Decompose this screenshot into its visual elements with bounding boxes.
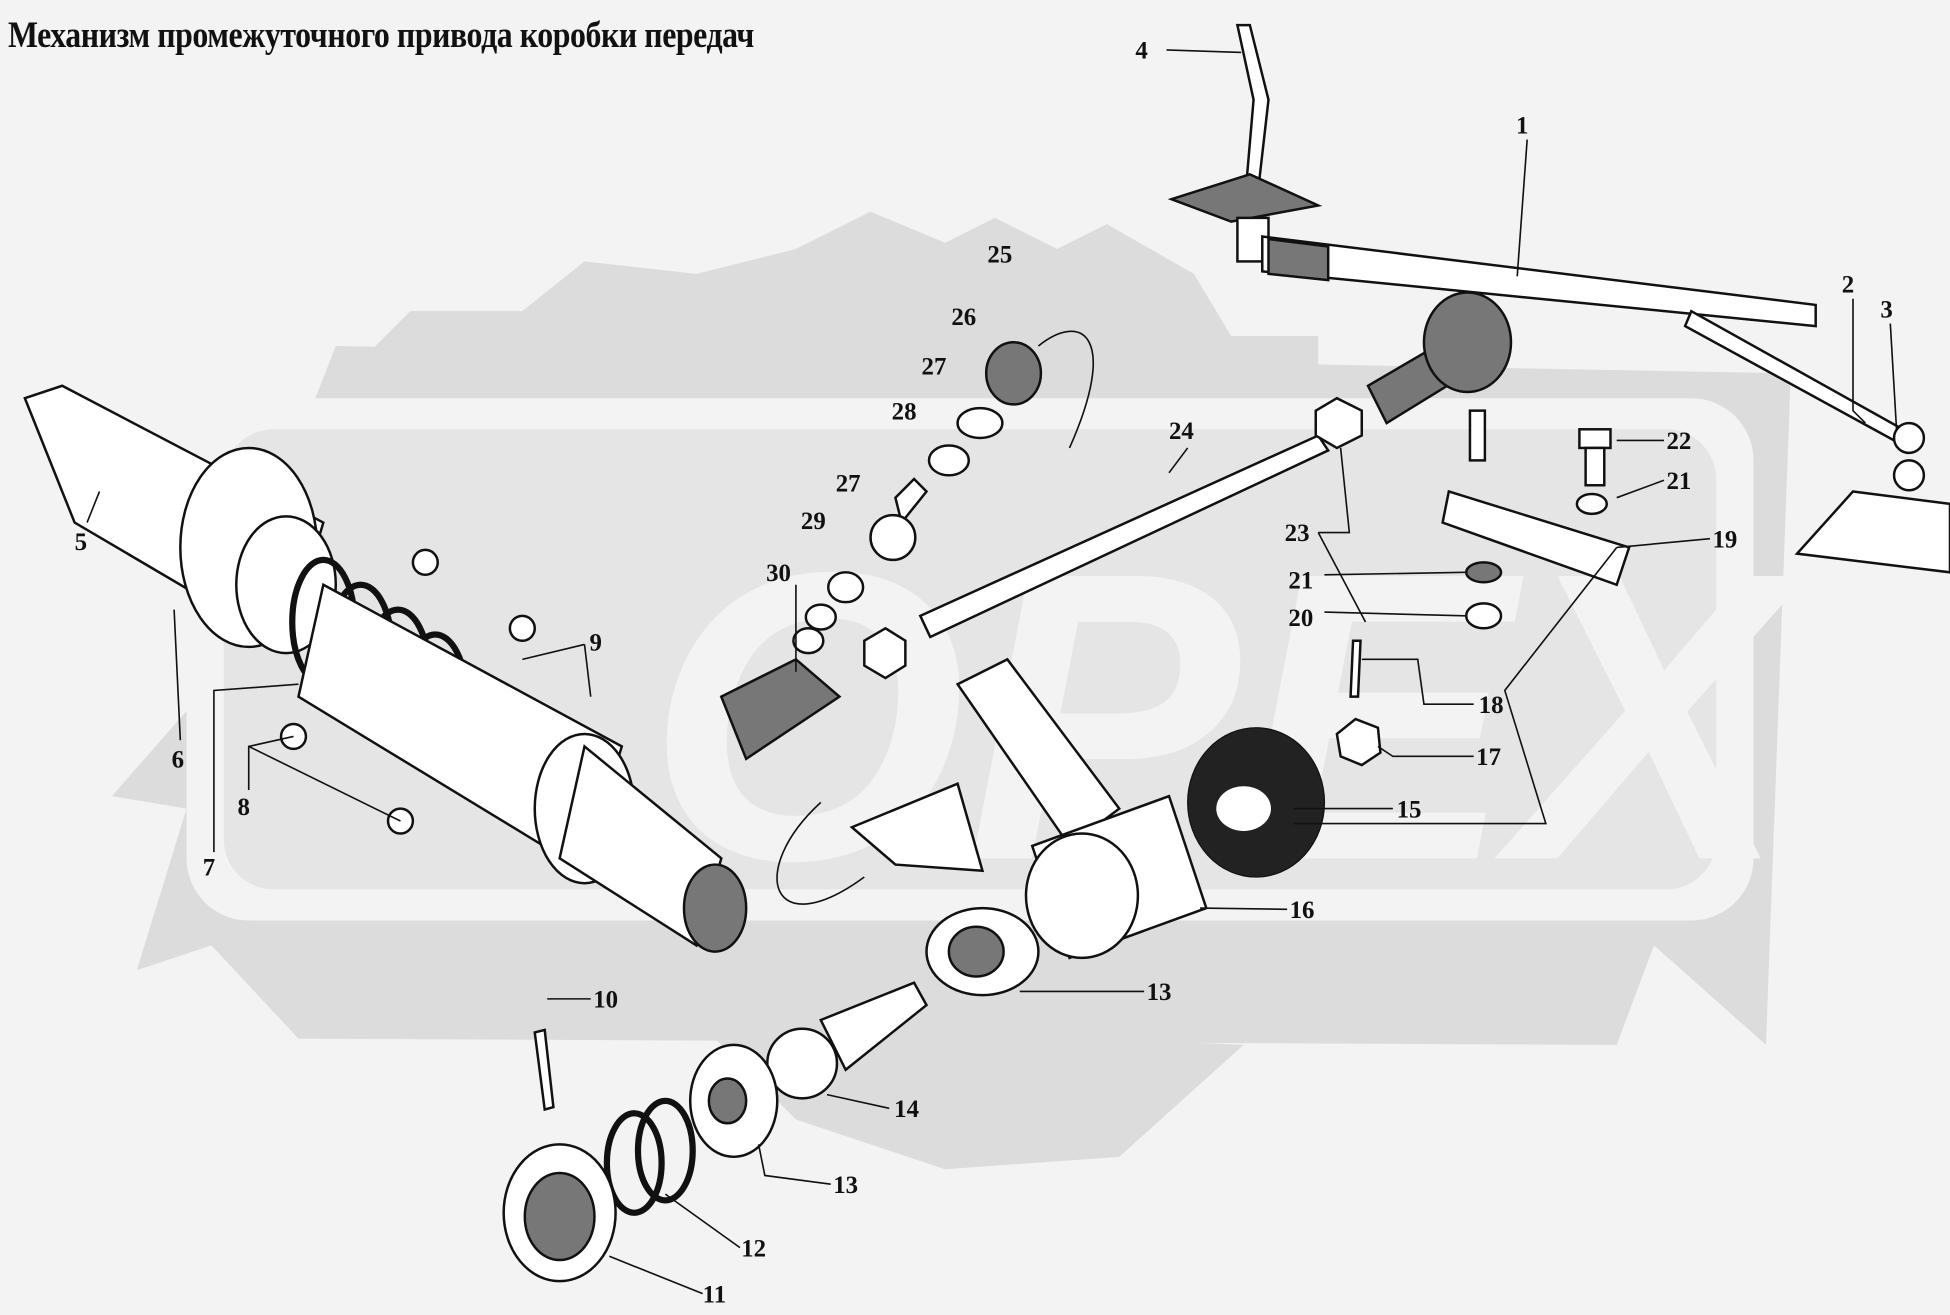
- cotter-pin: [533, 1028, 555, 1112]
- callout-19: 19: [1712, 526, 1737, 553]
- callout-16: 16: [1290, 897, 1315, 924]
- callout-3: 3: [1880, 296, 1892, 323]
- callout-12: 12: [741, 1235, 766, 1262]
- callout-15: 15: [1397, 796, 1422, 823]
- callout-22: 22: [1666, 428, 1691, 455]
- callout-13b: 13: [833, 1172, 858, 1199]
- callout-17: 17: [1476, 744, 1501, 771]
- callout-25: 25: [987, 242, 1012, 269]
- shift-rod: [1261, 235, 1817, 328]
- callout-7: 7: [203, 855, 215, 882]
- ball-cup: [984, 340, 1043, 406]
- callout-labels: 1 2 3 4 5 6 7 8 9 10 11 12 13 13 14 15 1…: [75, 38, 1893, 1309]
- callout-28: 28: [892, 398, 917, 425]
- ball-socket: [719, 657, 842, 761]
- callout-8: 8: [238, 794, 250, 821]
- callout-27a: 27: [922, 354, 947, 381]
- callout-27b: 27: [836, 470, 861, 497]
- callout-21b: 21: [1666, 468, 1691, 495]
- adjusting-rod: [918, 433, 1331, 639]
- watermark-text: OPEX: [647, 486, 1809, 945]
- callout-24: 24: [1169, 418, 1194, 445]
- parts: [23, 23, 1950, 1283]
- lever-boot: [1167, 173, 1323, 223]
- callout-21a: 21: [1288, 567, 1313, 594]
- ball-pin: [819, 981, 929, 1072]
- callout-2: 2: [1842, 271, 1854, 298]
- callout-4: 4: [1135, 38, 1147, 65]
- callout-18: 18: [1479, 692, 1504, 719]
- callout-9: 9: [589, 630, 601, 657]
- callout-11: 11: [703, 1281, 727, 1308]
- callout-10: 10: [593, 987, 618, 1014]
- callout-23: 23: [1285, 520, 1310, 547]
- callout-6: 6: [172, 747, 184, 774]
- diagram-title: Механизм промежуточного привода коробки …: [8, 15, 754, 56]
- callout-26: 26: [951, 304, 976, 331]
- bracket: [1441, 489, 1631, 587]
- callout-29: 29: [801, 508, 826, 535]
- callout-14: 14: [894, 1096, 919, 1123]
- gear-lever: [1235, 23, 1270, 189]
- callout-13a: 13: [1147, 979, 1172, 1006]
- callout-1: 1: [1516, 112, 1528, 139]
- leader-lines: [86, 49, 1898, 1295]
- callout-20: 20: [1288, 605, 1313, 632]
- callout-30: 30: [766, 560, 791, 587]
- tie-rod-end: [1422, 291, 1513, 394]
- sleeve-end: [682, 863, 748, 953]
- intermediate-lever: [955, 657, 1122, 848]
- callout-5: 5: [75, 529, 87, 556]
